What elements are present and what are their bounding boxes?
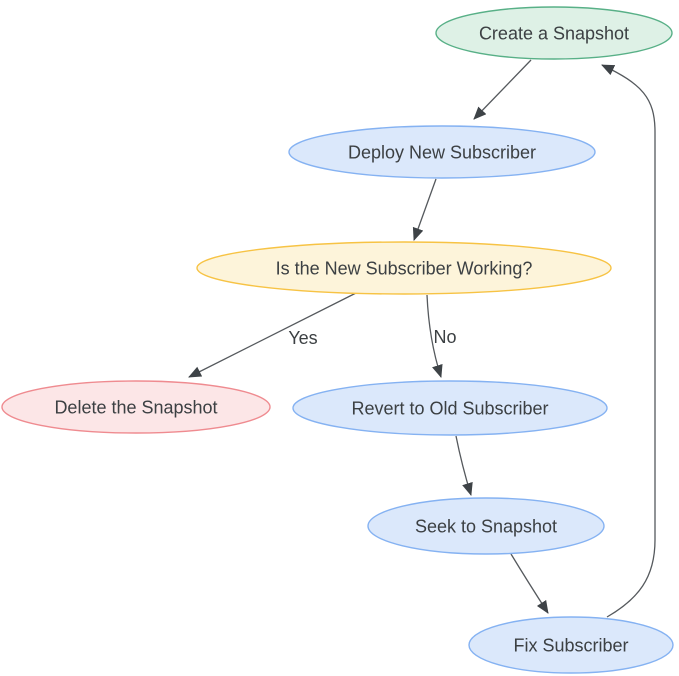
node-label-delete-the-snapshot: Delete the Snapshot xyxy=(54,397,217,417)
edge-fix-to-create-loop xyxy=(601,64,656,618)
node-revert-to-old-subscriber: Revert to Old Subscriber xyxy=(292,380,608,436)
node-label-seek-to-snapshot: Seek to Snapshot xyxy=(415,516,557,536)
node-label-fix-subscriber: Fix Subscriber xyxy=(513,635,628,655)
edge-label-no: No xyxy=(433,327,456,347)
node-seek-to-snapshot: Seek to Snapshot xyxy=(367,497,605,555)
node-ellipse-deploy-new-subscriber xyxy=(288,125,596,179)
edge-working-to-delete-yes xyxy=(188,292,357,378)
node-fix-subscriber: Fix Subscriber xyxy=(468,616,674,674)
node-label-revert-to-old-subscriber: Revert to Old Subscriber xyxy=(351,398,548,418)
node-is-new-subscriber-working: Is the New Subscriber Working? xyxy=(196,241,612,295)
node-label-is-new-subscriber-working: Is the New Subscriber Working? xyxy=(276,258,533,278)
edge-deploy-to-working xyxy=(412,178,437,241)
edge-label-yes: Yes xyxy=(288,328,317,348)
node-delete-the-snapshot: Delete the Snapshot xyxy=(1,380,271,434)
node-label-create-snapshot: Create a Snapshot xyxy=(479,23,629,43)
node-ellipse-delete-the-snapshot xyxy=(1,380,271,434)
node-ellipse-fix-subscriber xyxy=(468,616,674,674)
edge-seek-to-fix xyxy=(510,553,549,614)
node-label-deploy-new-subscriber: Deploy New Subscriber xyxy=(348,142,536,162)
node-deploy-new-subscriber: Deploy New Subscriber xyxy=(288,125,596,179)
node-ellipse-revert-to-old-subscriber xyxy=(292,380,608,436)
edge-create-to-deploy xyxy=(473,59,532,120)
node-ellipse-create-snapshot xyxy=(435,6,673,60)
node-create-snapshot: Create a Snapshot xyxy=(435,6,673,60)
node-ellipse-is-new-subscriber-working xyxy=(196,241,612,295)
edge-layer: Yes No xyxy=(188,59,656,618)
node-ellipse-seek-to-snapshot xyxy=(367,497,605,555)
edge-revert-to-seek xyxy=(455,435,473,496)
edge-working-to-revert-no xyxy=(426,294,443,378)
